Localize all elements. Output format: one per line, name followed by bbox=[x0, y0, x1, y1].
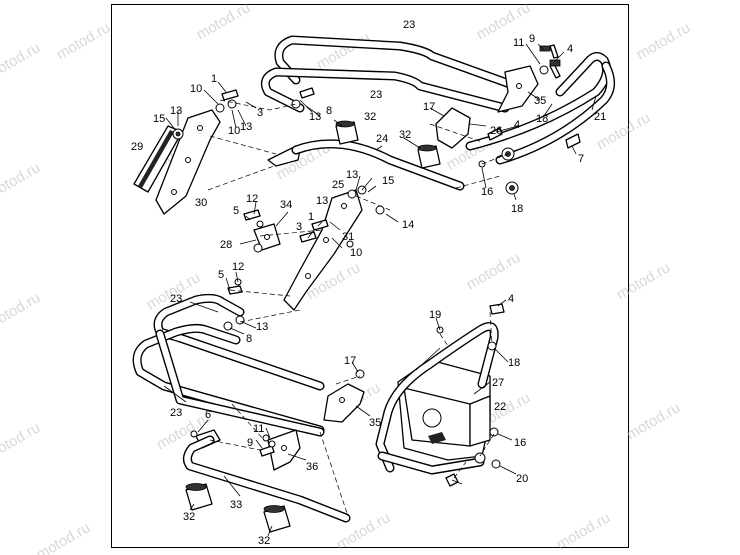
callout-label: 23 bbox=[370, 89, 382, 101]
callout-label: 32 bbox=[183, 511, 195, 523]
lower-bracket bbox=[323, 383, 365, 423]
callout-label: 29 bbox=[131, 141, 143, 153]
spacer-block bbox=[435, 107, 471, 149]
middle-small-bracket bbox=[253, 223, 281, 251]
callout-label: 3 bbox=[257, 107, 263, 119]
callout-label: 21 bbox=[594, 111, 606, 123]
callout-label: 20 bbox=[516, 473, 528, 485]
callout-label: 23 bbox=[170, 293, 182, 305]
callout-label: 16 bbox=[481, 186, 493, 198]
callout-label: 15 bbox=[153, 113, 165, 125]
callout-label: 23 bbox=[403, 19, 415, 31]
callout-label: 16 bbox=[514, 437, 526, 449]
skid-plate bbox=[397, 359, 491, 461]
watermark-text: motod.ru bbox=[634, 19, 694, 63]
callout-label: 32 bbox=[399, 129, 411, 141]
watermark-text: motod.ru bbox=[554, 509, 614, 553]
callout-label: 13 bbox=[256, 321, 268, 333]
callout-label: 11 bbox=[253, 423, 264, 435]
callout-label: 4 bbox=[567, 43, 573, 55]
callout-label: 18 bbox=[536, 113, 548, 125]
callout-label: 10 bbox=[228, 125, 240, 137]
callout-label: 22 bbox=[494, 401, 506, 413]
callout-label: 9 bbox=[529, 33, 535, 45]
callout-label: 19 bbox=[429, 309, 441, 321]
watermark-text: motod.ru bbox=[624, 399, 684, 443]
watermark-text: motod.ru bbox=[0, 39, 43, 83]
callout-label: 18 bbox=[511, 203, 523, 215]
callout-label: 13 bbox=[346, 169, 358, 181]
callout-label: 13 bbox=[170, 105, 182, 117]
callout-label: 1 bbox=[211, 73, 217, 85]
callout-label: 31 bbox=[342, 231, 354, 243]
callout-label: 26 bbox=[490, 125, 502, 137]
callout-label: 4 bbox=[514, 119, 520, 131]
watermark-text: motod.ru bbox=[614, 259, 674, 303]
callout-label: 32 bbox=[258, 535, 270, 547]
callout-label: 3 bbox=[296, 221, 302, 233]
watermark-text: motod.ru bbox=[464, 249, 524, 293]
callout-label: 18 bbox=[508, 357, 520, 369]
callout-label: 5 bbox=[218, 269, 224, 281]
watermark-text: motod.ru bbox=[0, 159, 43, 203]
middle-mount-plate bbox=[283, 189, 363, 311]
callout-label: 6 bbox=[205, 409, 211, 421]
watermark-text: motod.ru bbox=[0, 419, 43, 463]
watermark-text: motod.ru bbox=[314, 29, 374, 73]
lower-guard-rail bbox=[132, 293, 325, 437]
upper-left-bracket bbox=[155, 109, 221, 215]
upper-right-rail bbox=[465, 52, 615, 165]
callout-label: 13 bbox=[316, 195, 328, 207]
callout-label: 9 bbox=[247, 437, 253, 449]
upper-crossbar bbox=[267, 139, 465, 191]
callout-label: 10 bbox=[190, 83, 202, 95]
callouts: 1 1 3 3 4 4 4 5 5 6 7 8 8 9 9 10 10 10 1… bbox=[131, 19, 606, 547]
watermark-text: motod.ru bbox=[54, 19, 114, 63]
callout-label: 12 bbox=[246, 193, 258, 205]
lower-bushings bbox=[185, 483, 291, 533]
callout-label: 23 bbox=[170, 407, 182, 419]
lower-crossbar bbox=[182, 429, 351, 523]
callout-label: 11 bbox=[513, 37, 524, 49]
callout-label: 8 bbox=[246, 333, 252, 345]
callout-label: 30 bbox=[195, 197, 207, 209]
watermark-text: motod.ru bbox=[34, 519, 94, 555]
callout-label: 8 bbox=[326, 105, 332, 117]
callout-label: 13 bbox=[309, 111, 321, 123]
watermark-text: motod.ru bbox=[194, 0, 254, 43]
upper-bushings bbox=[335, 120, 441, 169]
callout-label: 32 bbox=[364, 111, 376, 123]
callout-label: 25 bbox=[332, 179, 344, 191]
callout-label: 24 bbox=[376, 133, 388, 145]
callout-label: 17 bbox=[423, 101, 435, 113]
callout-label: 35 bbox=[369, 417, 381, 429]
callout-label: 28 bbox=[220, 239, 232, 251]
upper-right-bracket bbox=[497, 65, 539, 113]
watermark-layer: motod.ru motod.ru motod.ru motod.ru moto… bbox=[0, 0, 693, 555]
callout-label: 4 bbox=[508, 293, 514, 305]
alignment-lines bbox=[207, 99, 509, 517]
lower-bracket-small bbox=[267, 429, 301, 471]
callout-label: 10 bbox=[350, 247, 362, 259]
callout-label: 35 bbox=[534, 95, 546, 107]
callout-label: 13 bbox=[240, 121, 252, 133]
callout-label: 27 bbox=[492, 377, 504, 389]
leader-lines bbox=[163, 43, 597, 537]
watermark-text: motod.ru bbox=[0, 289, 43, 333]
diagram-frame bbox=[111, 4, 629, 548]
callout-label: 5 bbox=[233, 205, 239, 217]
callout-label: 36 bbox=[306, 461, 318, 473]
callout-label: 34 bbox=[280, 199, 292, 211]
callout-label: 1 bbox=[308, 211, 314, 223]
callout-label: 12 bbox=[232, 261, 244, 273]
callout-label: 7 bbox=[578, 153, 584, 165]
callout-label: 33 bbox=[230, 499, 242, 511]
callout-label: 14 bbox=[402, 219, 414, 231]
callout-label: 17 bbox=[344, 355, 356, 367]
callout-label: 15 bbox=[382, 175, 394, 187]
upper-guard-rail bbox=[260, 35, 515, 113]
